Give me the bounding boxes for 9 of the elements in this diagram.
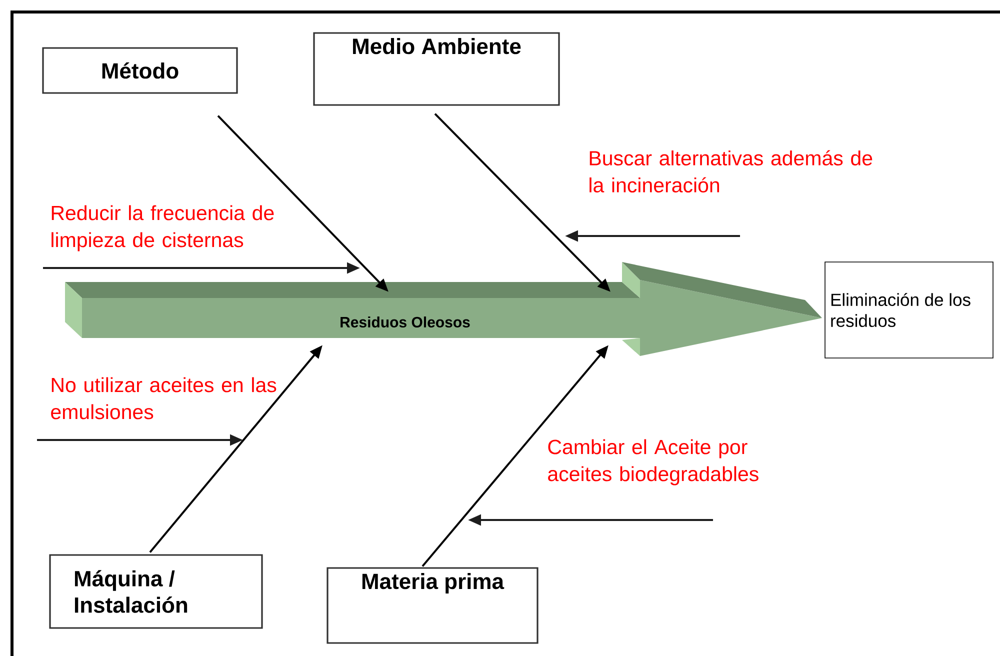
cause-text: Buscar alternativas además de la incineración (590, 150, 872, 192)
category-box: Materia prima (326, 567, 538, 644)
cause-text: No utilizar aceites en las emulsiones (51, 377, 276, 420)
cause-text: Cambiar el Aceite por aceites biodegradables (548, 439, 758, 486)
cause-text: Reducir la frecuencia de limpieza de cisternas (52, 205, 274, 252)
category-box: Medio Ambiente (313, 32, 560, 106)
category-box: Máquina / Instalación (49, 554, 263, 629)
effect-box: Eliminación de los residuos (824, 262, 994, 358)
category-box: Método (42, 47, 238, 94)
